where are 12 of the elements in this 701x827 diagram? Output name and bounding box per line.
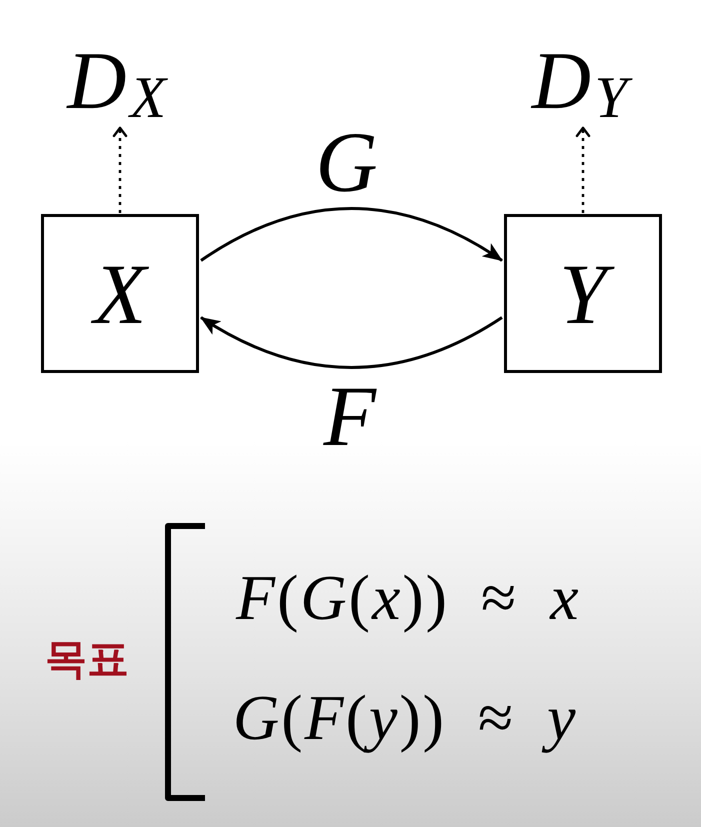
edge-label: G [314, 119, 379, 205]
heading-label: 목표 [45, 638, 129, 680]
curved-arrow [200, 207, 503, 262]
variable-label: D$_{X}$ [64, 40, 176, 127]
dotted-arrow [576, 126, 590, 213]
variable-label: D$_{Y}$ [528, 40, 638, 127]
edge-label: F [322, 373, 378, 459]
equation: F(G(x)) ≈ x [236, 566, 582, 630]
square-box: Y [504, 214, 662, 373]
square-box: X [41, 214, 199, 373]
dotted-arrow [112, 126, 128, 213]
curved-arrow [200, 316, 503, 369]
